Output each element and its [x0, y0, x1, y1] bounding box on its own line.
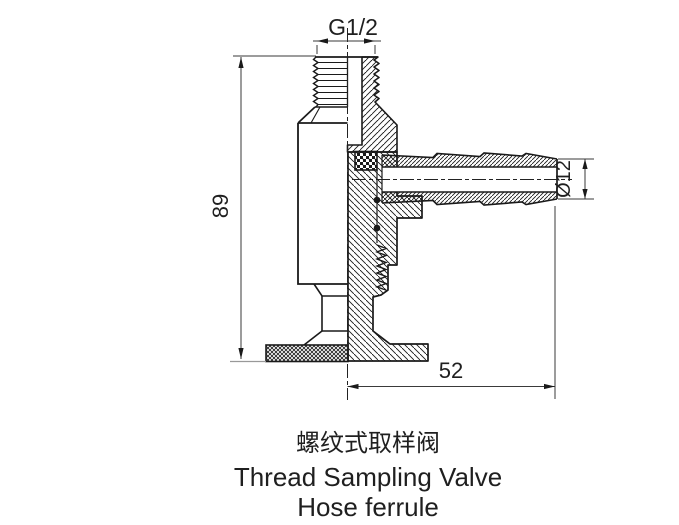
- seal-packing: [354, 150, 378, 171]
- dim-length-52: 52: [347, 206, 556, 399]
- bonnet-section: [346, 56, 398, 153]
- caption-english-line2: Hose ferrule: [297, 492, 439, 522]
- ball-upper: [373, 196, 381, 204]
- dim-length-label: 52: [439, 358, 463, 383]
- hose-barb-bottom-wall: [382, 192, 557, 205]
- dim-height-89: 89: [208, 55, 316, 363]
- ball-lower: [373, 224, 381, 232]
- dim-thread-g12: G1/2: [313, 14, 381, 54]
- hose-barb: [381, 152, 558, 206]
- hose-barb-top-wall: [382, 153, 557, 167]
- dim-hose-diameter: Ø12: [553, 158, 594, 200]
- dim-thread-label: G1/2: [328, 14, 378, 40]
- valve-body-external: [297, 106, 348, 285]
- base-knurled-knob: [265, 344, 349, 363]
- caption-english-line1: Thread Sampling Valve: [234, 462, 502, 492]
- thread-section-external: [312, 56, 378, 108]
- dim-hose-diameter-label: Ø12: [553, 160, 575, 198]
- spring: [374, 244, 388, 291]
- caption-chinese: 螺纹式取样阀: [296, 430, 440, 457]
- valve-internals: [373, 170, 388, 291]
- dim-height-label: 89: [208, 194, 233, 218]
- body-stem: [303, 283, 348, 346]
